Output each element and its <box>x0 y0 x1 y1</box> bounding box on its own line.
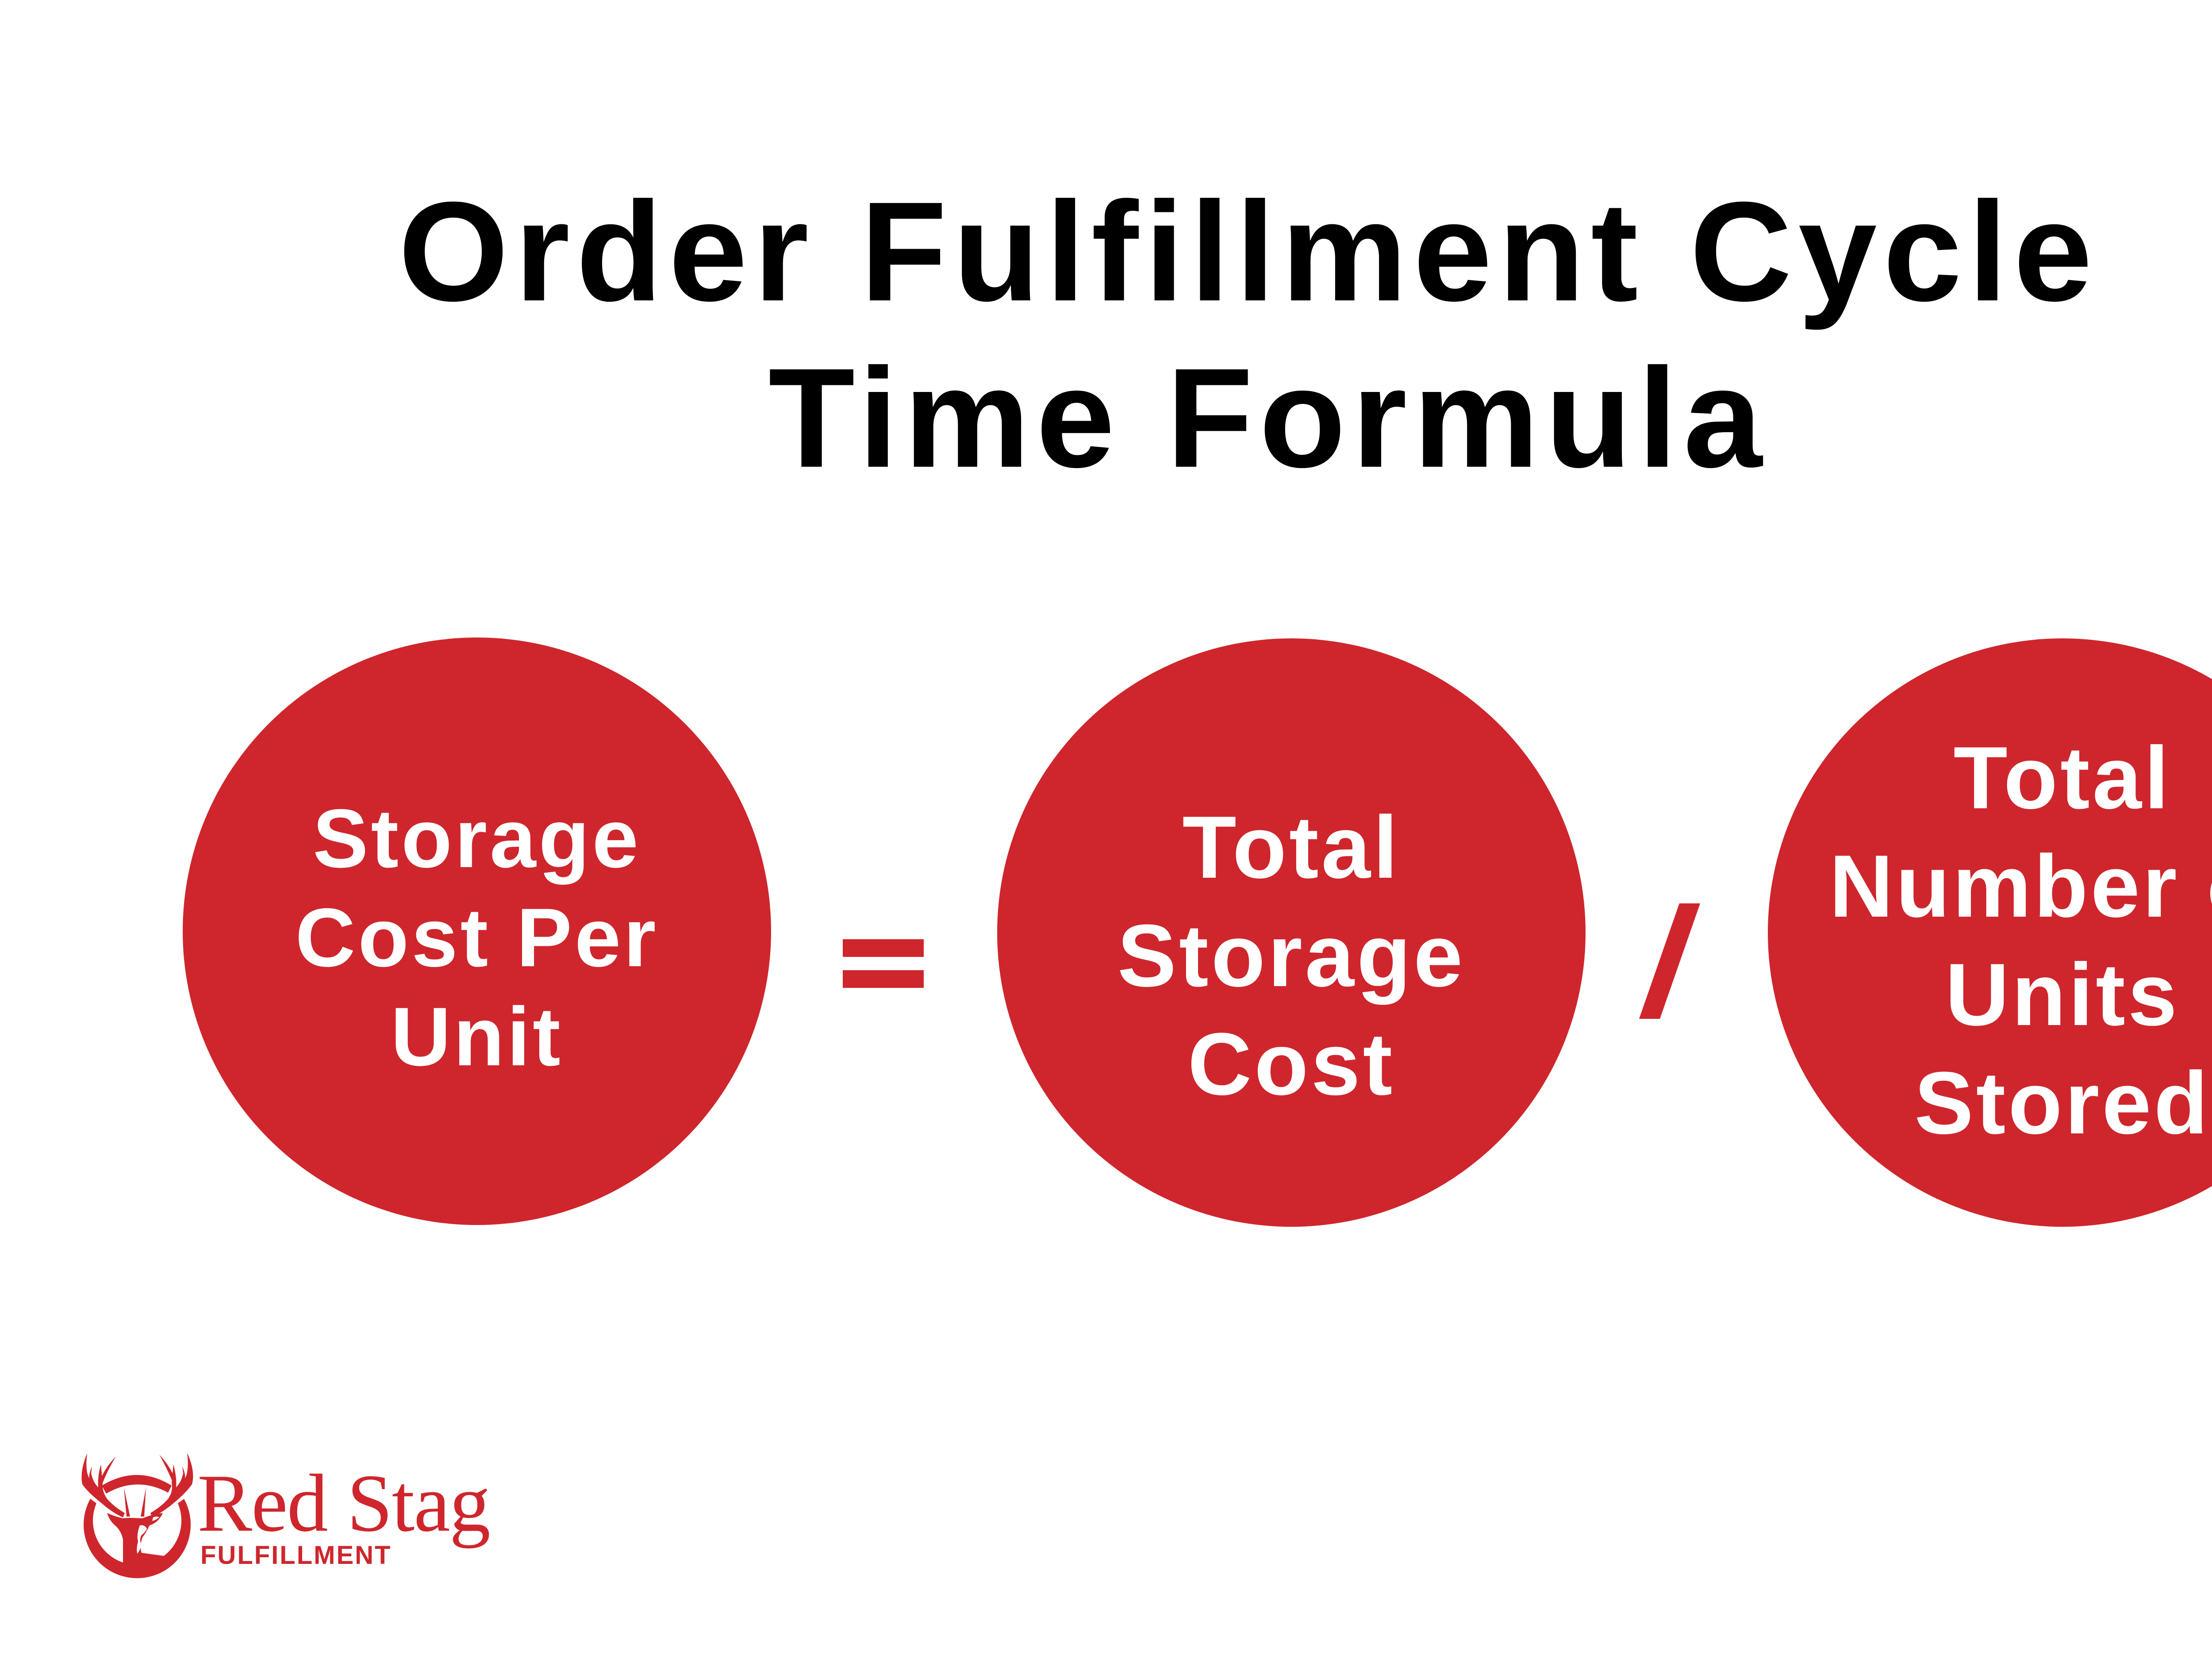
divide-slash-icon <box>1639 903 1700 1019</box>
stag-head-icon <box>81 1453 193 1578</box>
formula-denominator-line: Number of <box>1829 837 2212 936</box>
brand-logo: Red Stag FULFILLMENT <box>75 1447 491 1588</box>
equals-bar-bottom <box>843 970 924 988</box>
formula-denominator-label: Total Number of Units Stored <box>1829 724 2212 1157</box>
title-line-1: Order Fulfillment Cycle <box>398 172 2099 330</box>
formula-denominator-line: Total <box>1953 729 2172 827</box>
formula-result-line: Cost Per <box>295 891 659 984</box>
title-line-2: Time Formula <box>768 338 1769 497</box>
formula-denominator-line: Stored <box>1914 1054 2211 1152</box>
formula-result-line: Storage <box>313 792 641 885</box>
formula-denominator-circle: Total Number of Units Stored <box>1768 638 2212 1227</box>
equals-bar-top <box>843 939 924 957</box>
formula-result-label: Storage Cost Per Unit <box>295 789 658 1086</box>
page-title: Order Fulfillment Cycle Time Formula <box>0 168 2212 501</box>
formula-numerator-circle: Total Storage Cost <box>997 638 1586 1227</box>
brand-name: Red Stag <box>197 1458 491 1549</box>
equals-icon <box>843 939 924 988</box>
formula-denominator-line: Units <box>1945 945 2180 1044</box>
formula-numerator-line: Total <box>1182 798 1401 897</box>
formula-numerator-line: Storage <box>1117 906 1466 1005</box>
brand-subtitle: FULFILLMENT <box>200 1541 392 1570</box>
formula-numerator-label: Total Storage Cost <box>1118 793 1466 1118</box>
formula-result-circle: Storage Cost Per Unit <box>183 637 771 1225</box>
formula-numerator-line: Cost <box>1187 1014 1395 1114</box>
formula-result-line: Unit <box>391 990 563 1083</box>
